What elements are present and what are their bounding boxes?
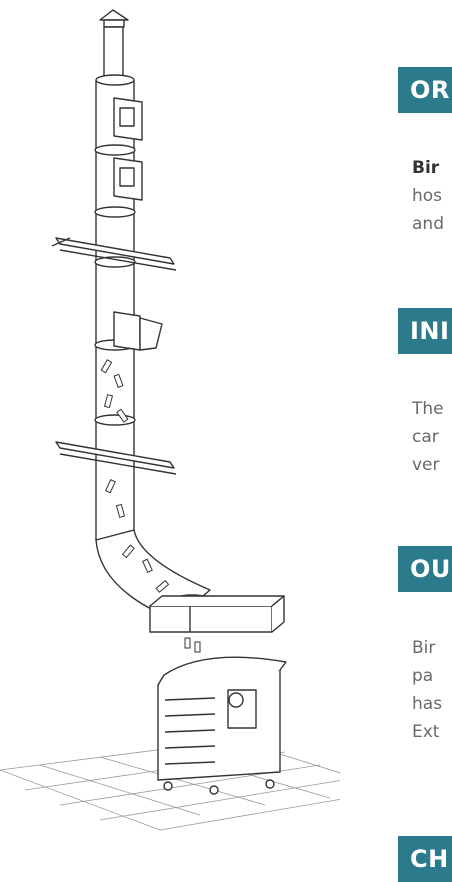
- section-text-origin: Bir hos and: [412, 154, 452, 238]
- text-line: car: [412, 423, 452, 451]
- section-text-inlet: The car ver: [412, 395, 452, 479]
- text-line: Bir: [412, 634, 452, 662]
- text-line: has: [412, 690, 452, 718]
- section-heading-outlet: OU: [398, 546, 452, 592]
- section-heading-inlet: INI: [398, 308, 452, 354]
- text-line: Bir: [412, 154, 452, 182]
- text-line: Ext: [412, 718, 452, 746]
- chute-system-illustration: [0, 0, 340, 882]
- section-text-outlet: Bir pa has Ext: [412, 634, 452, 746]
- text-line: ver: [412, 451, 452, 479]
- text-line: hos: [412, 182, 452, 210]
- section-heading-origin: OR: [398, 67, 452, 113]
- text-line: pa: [412, 662, 452, 690]
- text-line: The: [412, 395, 452, 423]
- text-line: and: [412, 210, 452, 238]
- section-heading-ch: CH: [398, 836, 452, 882]
